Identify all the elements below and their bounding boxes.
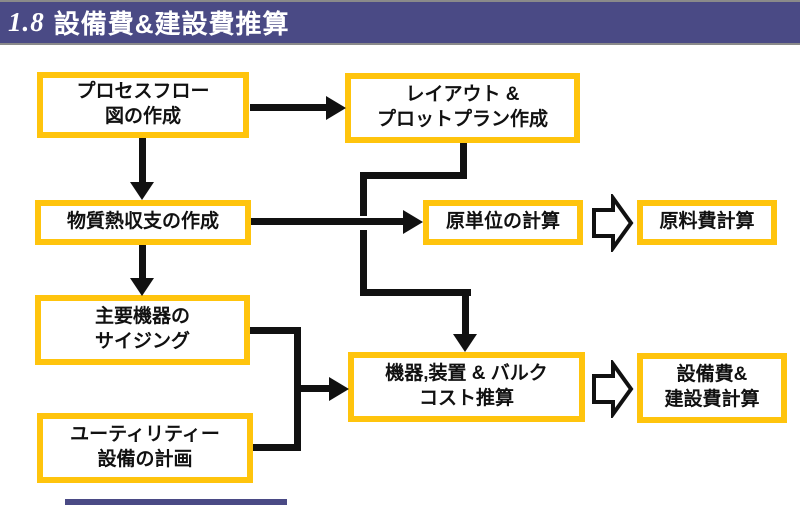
arrow-segment bbox=[139, 138, 146, 182]
flow-box-unit-consumption-calc: 原単位の計算 bbox=[423, 200, 583, 245]
box-label-line: 設備費& bbox=[676, 364, 748, 386]
box-label-line: 原料費計算 bbox=[659, 211, 755, 233]
arrow-segment bbox=[360, 172, 367, 216]
footer-bar bbox=[65, 499, 287, 505]
box-label-line: 建設費計算 bbox=[664, 389, 760, 410]
box-label-line: 物質熱収支の作成 bbox=[66, 211, 219, 233]
arrow-segment bbox=[253, 444, 301, 451]
flow-box-raw-material-cost: 原料費計算 bbox=[637, 200, 777, 245]
arrow-segment bbox=[360, 289, 471, 296]
flow-box-utility-plan: ユーティリティー 設備の計画 bbox=[37, 413, 253, 483]
arrowhead-down-icon bbox=[130, 278, 154, 296]
box-label-line: 図の作成 bbox=[104, 106, 181, 127]
flow-box-process-flow: プロセスフロー 図の作成 bbox=[37, 72, 249, 138]
arrow-segment bbox=[139, 245, 146, 278]
box-label-line: 機器,装置 & バルク bbox=[385, 363, 548, 385]
box-label-line: コスト推算 bbox=[418, 388, 514, 409]
flow-box-equipment-sizing: 主要機器の サイジング bbox=[35, 295, 250, 365]
arrow-segment bbox=[251, 218, 403, 225]
arrow-segment bbox=[250, 327, 301, 334]
box-label-line: サイジング bbox=[94, 331, 190, 352]
header-top-rule bbox=[0, 0, 800, 2]
box-label-line: レイアウト & bbox=[405, 84, 520, 106]
page-title: 設備費&建設費推算 bbox=[53, 9, 290, 39]
box-label-line: ユーティリティー bbox=[70, 424, 220, 446]
arrowhead-down-icon bbox=[130, 182, 154, 200]
box-label-line: 原単位の計算 bbox=[445, 211, 560, 233]
box-label-line: プロットプラン作成 bbox=[376, 109, 548, 130]
box-label-line: 設備の計画 bbox=[97, 449, 193, 470]
arrowhead-right-icon bbox=[403, 210, 423, 234]
arrowhead-right-icon bbox=[326, 96, 346, 120]
arrowhead-right-icon bbox=[329, 377, 349, 401]
flow-box-layout-plot-plan: レイアウト & プロットプラン作成 bbox=[345, 73, 580, 143]
header-bar: 1.8 設備費&建設費推算 bbox=[0, 2, 800, 43]
arrow-segment bbox=[462, 289, 469, 334]
header-bottom-rule bbox=[0, 43, 800, 45]
arrow-segment bbox=[360, 172, 467, 179]
arrowhead-down-icon bbox=[453, 334, 477, 352]
box-label-line: プロセスフロー bbox=[76, 81, 210, 103]
arrow-segment bbox=[360, 230, 367, 296]
flow-box-bulk-cost-estimate: 機器,装置 & バルク コスト推算 bbox=[348, 352, 585, 422]
flow-box-equip-construction-cost: 設備費& 建設費計算 bbox=[637, 353, 787, 423]
box-label-line: 主要機器の bbox=[94, 306, 190, 328]
section-number: 1.8 bbox=[8, 7, 45, 37]
hollow-arrow-icon bbox=[592, 194, 634, 252]
flow-box-mass-heat-balance: 物質熱収支の作成 bbox=[35, 200, 251, 245]
arrow-segment bbox=[250, 104, 326, 111]
arrow-segment bbox=[460, 143, 467, 179]
arrow-segment bbox=[294, 385, 329, 392]
hollow-arrow-icon bbox=[592, 360, 634, 418]
